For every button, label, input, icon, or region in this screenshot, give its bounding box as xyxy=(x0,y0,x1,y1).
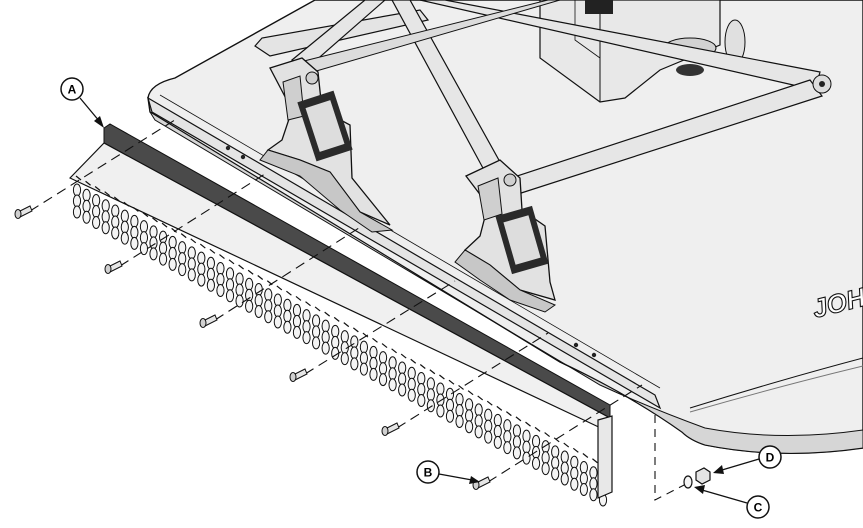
chain-strand xyxy=(302,301,311,345)
bolt xyxy=(289,368,308,382)
bolt xyxy=(14,205,33,219)
callout-c: C xyxy=(694,485,770,519)
callout-c-label: C xyxy=(754,501,763,515)
right-hitch-bracket xyxy=(454,159,557,313)
chain-strand xyxy=(522,421,531,465)
chain-strand xyxy=(589,458,598,502)
callout-b-label: B xyxy=(424,466,433,480)
chain-strand xyxy=(321,311,331,355)
callout-b: B xyxy=(416,460,480,484)
chain-strand xyxy=(484,400,493,444)
chain-strand xyxy=(378,343,388,387)
chain-strand xyxy=(101,191,111,235)
chain-strand xyxy=(254,275,264,318)
chain-strand xyxy=(503,411,512,455)
chain-strand xyxy=(331,316,340,360)
nut-washer-hardware xyxy=(654,415,711,501)
chain-strand xyxy=(235,264,244,308)
chain-strand xyxy=(92,186,101,229)
chain-strand xyxy=(206,248,216,292)
chain-strand xyxy=(369,337,378,381)
chain-strand xyxy=(436,374,445,418)
chain-strand xyxy=(560,442,570,486)
chain-strand xyxy=(493,405,503,449)
chain-strand xyxy=(398,353,407,397)
chain-strand xyxy=(82,180,91,224)
chain-strand xyxy=(311,306,321,350)
callout-a: A xyxy=(60,77,104,128)
chain-strand xyxy=(455,384,464,428)
nut xyxy=(695,467,711,485)
chain-strand xyxy=(120,201,130,245)
chain-strand xyxy=(178,233,187,277)
chain-strand xyxy=(111,196,120,240)
chain-strand xyxy=(283,290,292,334)
chain-strand xyxy=(149,217,158,261)
chain-strand xyxy=(417,364,426,408)
chain-strand xyxy=(197,243,206,287)
chain-strand xyxy=(139,212,149,256)
chain-strand xyxy=(72,175,82,219)
chain-strand xyxy=(168,227,178,271)
deck-front-rail xyxy=(147,96,662,410)
chain-strand xyxy=(264,280,273,324)
chain-strand xyxy=(216,254,225,298)
bolt xyxy=(381,422,400,436)
washer xyxy=(683,475,693,489)
chain-strand xyxy=(130,206,139,250)
chain-strand xyxy=(273,285,283,329)
chain-strand xyxy=(426,369,436,413)
callout-a-label: A xyxy=(68,83,77,97)
chain-strand xyxy=(531,426,541,470)
hitch-frame xyxy=(254,0,832,196)
callout-d-label: D xyxy=(766,451,775,465)
chain-strand xyxy=(158,222,168,266)
chain-strand xyxy=(541,432,550,476)
chain-strand xyxy=(340,322,350,366)
shield-plate xyxy=(103,123,611,419)
bolt xyxy=(472,476,491,490)
chain-strand xyxy=(579,453,589,497)
chain-strand xyxy=(445,379,455,423)
chain-strand xyxy=(225,259,235,303)
chain-strand xyxy=(359,332,369,376)
chain-strand xyxy=(551,437,560,481)
bolt xyxy=(104,260,123,274)
bolt xyxy=(199,314,218,328)
chain-strand xyxy=(292,295,302,339)
chain-strand xyxy=(350,327,359,371)
left-hitch-bracket xyxy=(259,57,394,233)
assembly-lines xyxy=(29,117,643,483)
callout-d: D xyxy=(713,445,782,474)
chain-strand xyxy=(407,358,417,402)
chain-strand xyxy=(512,416,522,460)
chain-strand xyxy=(187,238,197,282)
chain-strand xyxy=(388,348,397,392)
chain-strand xyxy=(474,395,484,439)
chain-strand xyxy=(570,447,579,491)
bolts xyxy=(14,205,491,490)
chain-strand xyxy=(465,390,474,434)
deck-skirt xyxy=(149,111,863,454)
chain-strand xyxy=(245,269,254,313)
